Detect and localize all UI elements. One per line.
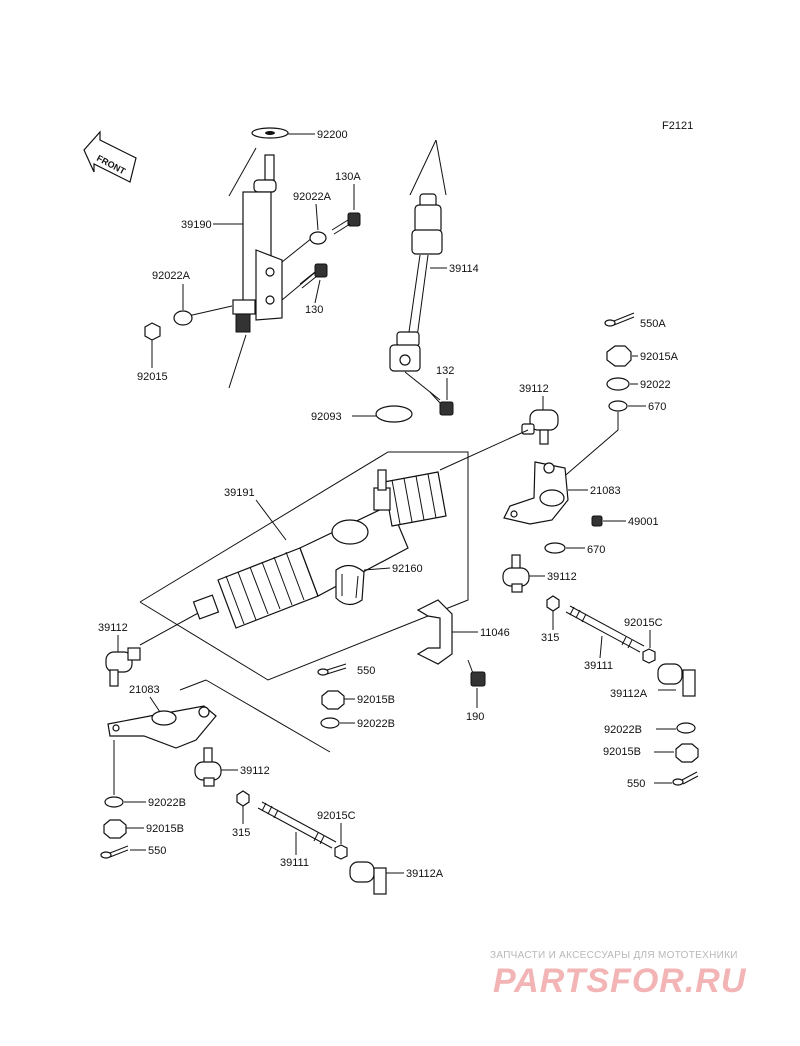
label-92022: 92022	[640, 379, 671, 391]
label-92015c-right: 92015C	[624, 617, 663, 629]
label-39112-right: 39112	[547, 571, 577, 583]
label-21083-right: 21083	[590, 485, 621, 497]
label-39111-right: 39111	[584, 660, 613, 672]
bolt-190-icon	[467, 659, 486, 687]
label-92015a: 92015A	[640, 351, 679, 363]
diagram-code: F2121	[662, 120, 693, 132]
label-39114: 39114	[449, 263, 479, 275]
label-39112-left: 39112	[98, 622, 128, 634]
label-315-left: 315	[232, 827, 250, 839]
tie-rod-end-39112a-left	[349, 861, 387, 895]
steering-arm-21083-right	[503, 461, 569, 525]
steering-damper-39190	[187, 127, 319, 389]
label-92022a-upper: 92022A	[293, 191, 332, 203]
label-130a: 130A	[335, 171, 361, 183]
label-39112a-left: 39112A	[406, 868, 444, 880]
label-132: 132	[436, 365, 454, 377]
washer-92022a-lower-icon	[173, 310, 193, 326]
bracket-11046	[416, 599, 453, 665]
label-92015c-left: 92015C	[317, 810, 356, 822]
o-ring-670-lower-icon	[544, 542, 566, 554]
tie-rod-39111-left	[257, 801, 337, 849]
watermark-text: ЗАПЧАСТИ И АКСЕССУАРЫ ДЛЯ МОТОТЕХНИКИ	[490, 950, 738, 961]
nut-92015b-middle-icon	[321, 690, 345, 710]
label-92015b-right: 92015B	[603, 746, 641, 758]
label-11046: 11046	[480, 627, 510, 639]
washer-92022b-right-icon	[676, 722, 696, 734]
front-arrow-icon: FRONT	[83, 130, 137, 183]
nut-92015a-icon	[606, 345, 632, 367]
label-190: 190	[466, 711, 484, 723]
label-92093: 92093	[311, 411, 342, 423]
label-92200: 92200	[317, 129, 348, 141]
label-92015b-middle: 92015B	[357, 694, 395, 706]
o-ring-670-upper-icon	[608, 400, 628, 412]
cotter-pin-550-right-icon	[672, 771, 699, 786]
label-49001: 49001	[628, 516, 659, 528]
watermark-logo[interactable]: PARTSFOR.RU	[493, 962, 747, 1000]
nut-92015c-left-icon	[334, 844, 348, 860]
label-670-upper: 670	[648, 401, 666, 413]
steering-arm-21083-left	[107, 705, 217, 749]
nut-315-left-icon	[236, 790, 250, 807]
label-92015b-left: 92015B	[146, 823, 184, 835]
label-39112-top: 39112	[519, 383, 549, 395]
label-92015: 92015	[137, 371, 168, 383]
bolt-130-icon	[299, 263, 328, 289]
label-92022b-middle: 92022B	[357, 718, 395, 730]
label-550-right: 550	[627, 778, 645, 790]
label-315-right: 315	[541, 632, 559, 644]
tie-rod-39111-right	[565, 605, 645, 653]
tie-rod-end-39112-top	[521, 409, 559, 445]
label-92160: 92160	[392, 563, 423, 575]
label-550-middle: 550	[357, 665, 375, 677]
label-39112-bottom-left: 39112	[240, 765, 270, 777]
tie-rod-end-39112-left	[105, 647, 141, 687]
label-550a: 550A	[640, 318, 666, 330]
tie-rod-end-39112a-right	[657, 663, 696, 697]
label-92022a-lower: 92022A	[152, 270, 191, 282]
cotter-pin-550a-icon	[604, 312, 635, 327]
bolt-49001-icon	[591, 515, 603, 527]
label-39190: 39190	[181, 219, 212, 231]
nut-92015c-right-icon	[642, 648, 656, 664]
label-21083-left: 21083	[129, 684, 160, 696]
label-39112a-right: 39112A	[610, 688, 648, 700]
cotter-pin-550-middle-icon	[317, 663, 347, 676]
steering-shaft-39114	[389, 139, 447, 401]
bolt-132-icon	[429, 391, 454, 416]
rack-assembly-outline	[139, 451, 469, 681]
label-92022b-left: 92022B	[148, 797, 186, 809]
cotter-pin-550-left-icon	[100, 845, 129, 859]
label-39111-left: 39111	[280, 857, 309, 869]
washer-92022b-left-icon	[104, 796, 124, 808]
label-130: 130	[305, 304, 323, 316]
tie-rod-end-39112-right	[502, 554, 530, 593]
nut-92015b-left-icon	[103, 819, 127, 839]
clamp-rubber-92160	[335, 564, 365, 606]
washer-92022-icon	[606, 377, 630, 391]
washer-92022a-upper-icon	[309, 231, 327, 245]
steering-rack-39191	[139, 429, 529, 646]
bolt-130a-icon	[331, 212, 361, 235]
nut-92015b-right-icon	[675, 743, 699, 763]
washer-92022b-middle-icon	[320, 717, 340, 729]
nut-315-right-icon	[546, 595, 560, 612]
nut-92015-icon	[144, 322, 161, 341]
label-670-lower: 670	[587, 544, 605, 556]
label-550-left: 550	[148, 845, 166, 857]
label-39191: 39191	[224, 487, 255, 499]
washer-92093-icon	[375, 405, 413, 423]
tie-rod-end-39112-bottom-left	[194, 747, 222, 787]
label-92022b-right: 92022B	[604, 724, 642, 736]
